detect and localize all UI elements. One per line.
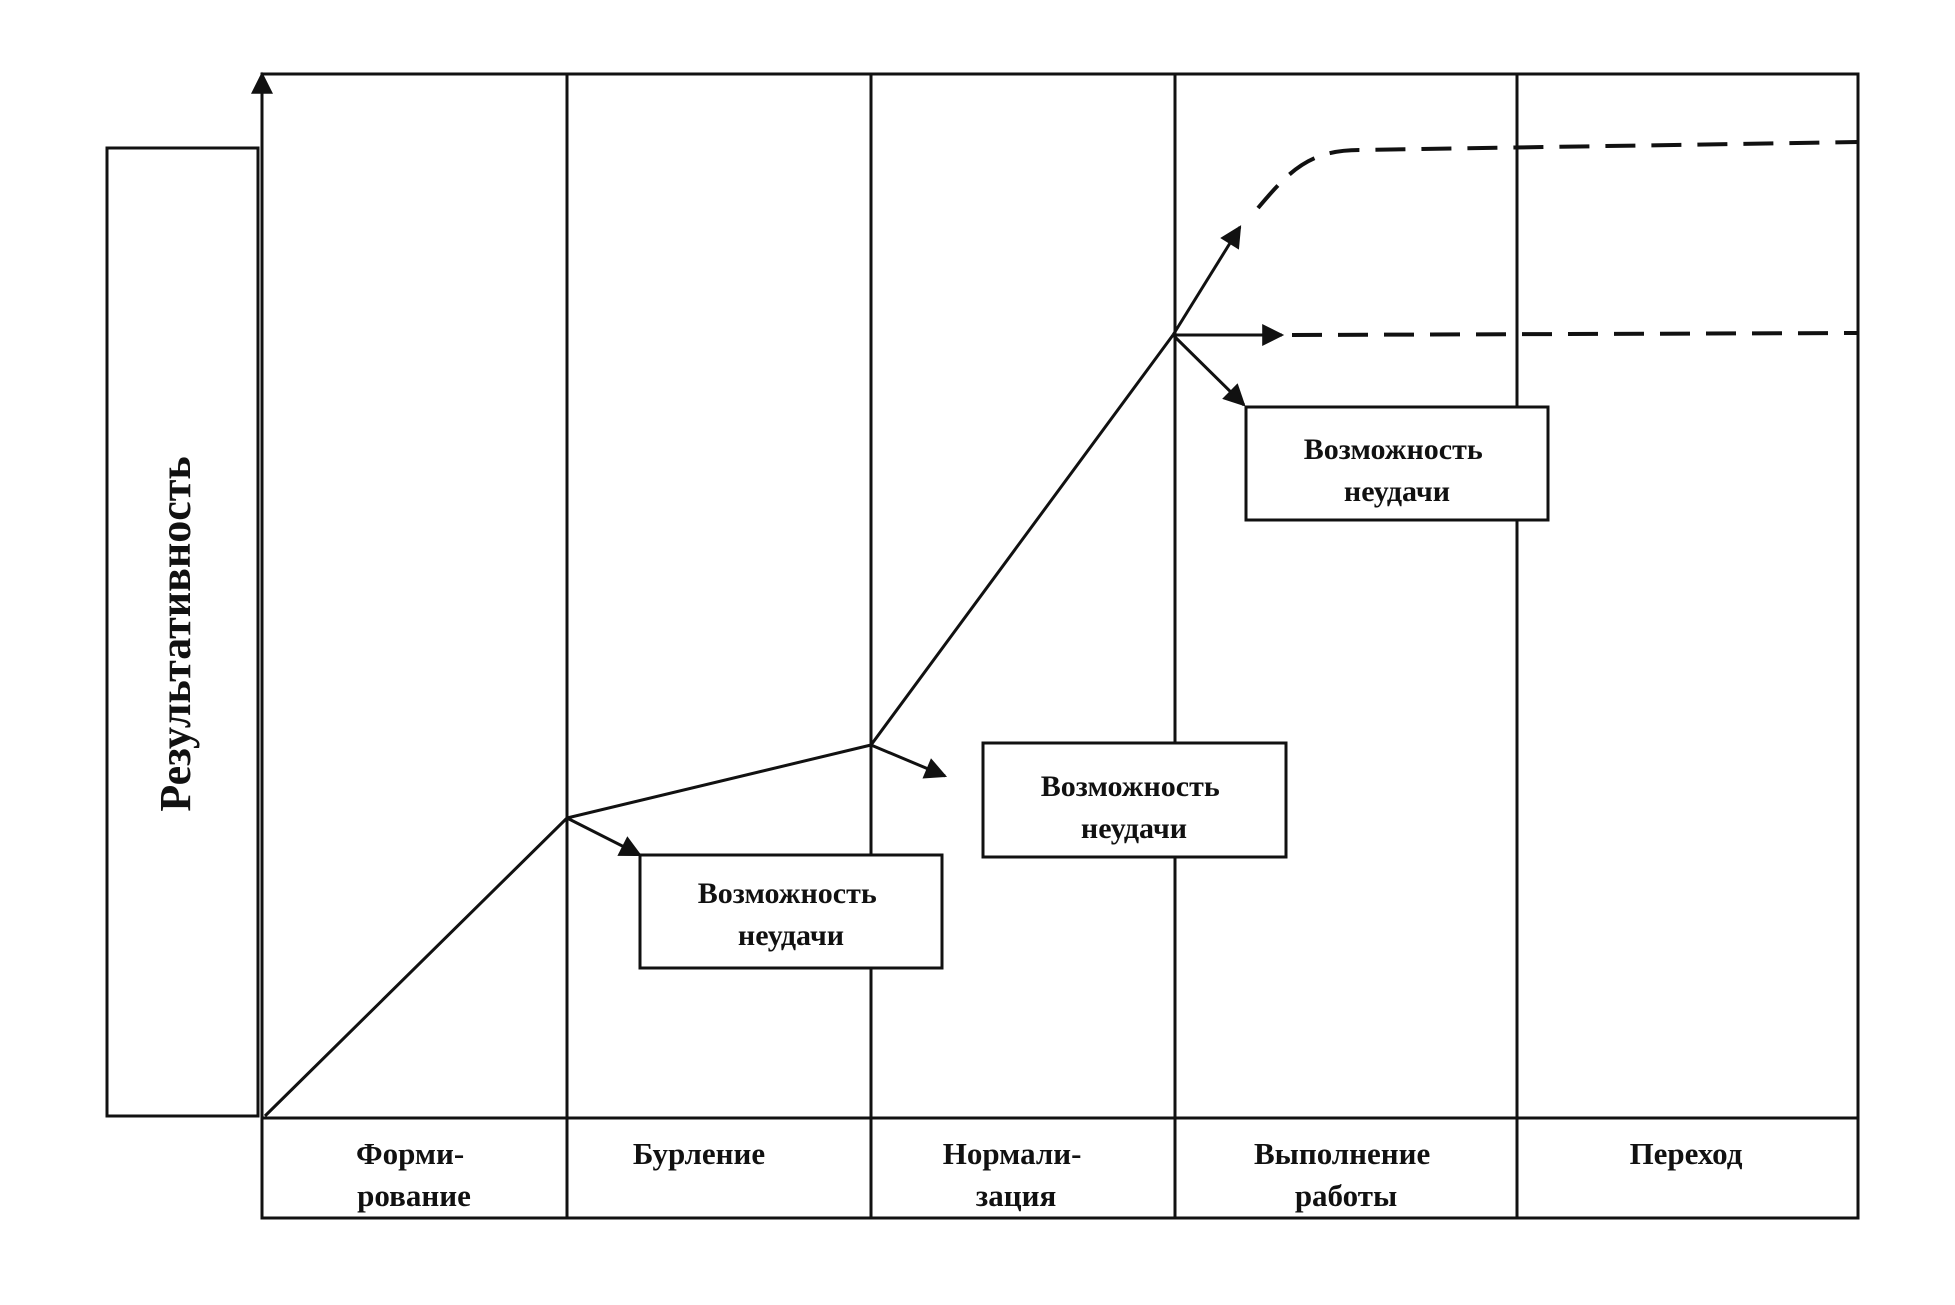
failure-box	[1244, 405, 1550, 522]
failure-branch-arrow	[1171, 333, 1246, 407]
stage-label-norming: Нормали- зация	[943, 1136, 1089, 1213]
failure-box	[638, 853, 944, 970]
stage-label-storming: Бурление	[633, 1136, 765, 1171]
stage-label-transition: Переход	[1630, 1136, 1743, 1171]
failure-box-label: Возможность неудачи	[1041, 770, 1227, 845]
plateau-dashed-continuation	[1291, 331, 1859, 337]
growth-dashed-continuation	[1256, 140, 1859, 210]
failure-box	[981, 741, 1288, 859]
stage-label-forming: Форми- рование	[356, 1136, 472, 1213]
stage-label-performing: Выполнение работы	[1254, 1136, 1438, 1213]
failure-box-label: Возможность неудачи	[1304, 433, 1490, 508]
performance-curve	[263, 334, 1175, 1118]
stages-frame	[260, 72, 1860, 1220]
failure-branch-arrow	[870, 743, 948, 779]
failure-box-label: Возможность неудачи	[698, 877, 884, 952]
growth-branch-arrow	[1171, 225, 1242, 336]
y-axis-label: Результативность	[151, 456, 200, 811]
failure-branch-arrow	[566, 816, 642, 857]
y-axis-label-frame	[105, 146, 260, 1118]
